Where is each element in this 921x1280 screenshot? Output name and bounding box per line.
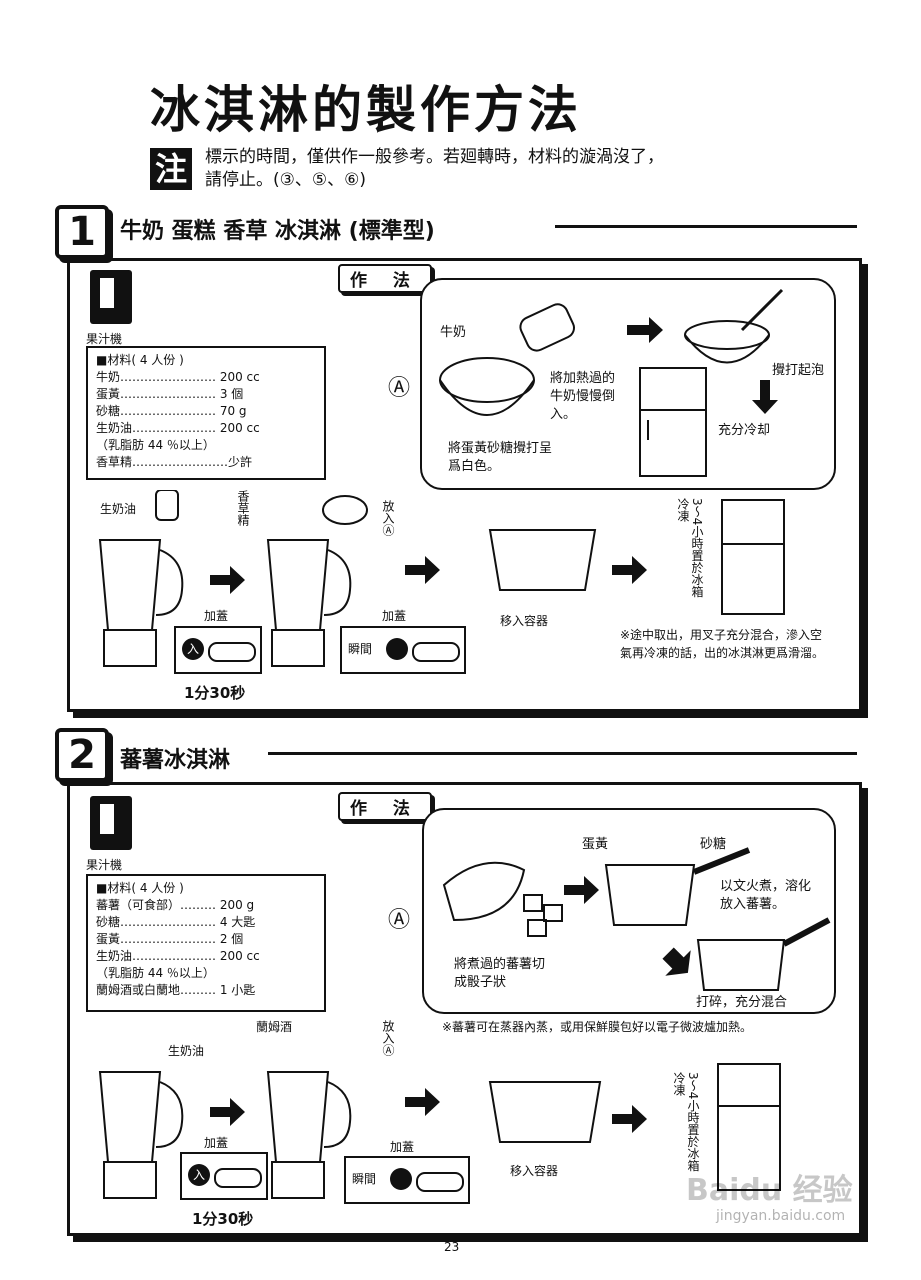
- switch-icon: [208, 642, 256, 662]
- ingredient-item: （乳脂肪 44 ％以上）: [96, 438, 215, 452]
- ingredient-item: 砂糖…………………… 4 大匙: [96, 915, 256, 929]
- add-a-label: 放入Ⓐ: [381, 1020, 395, 1056]
- foam-instruction: 攪打起泡: [772, 363, 825, 378]
- baidu-url: jingyan.baidu.com: [716, 1208, 846, 1224]
- step-a-illustration: [442, 847, 831, 991]
- step-a-panel: 蛋黃 砂糖 將煮過的蕃薯切成骰子狀 以文火煮，溶化放入蕃薯。 打碎，充分混合: [422, 808, 836, 1014]
- page-title: 冰淇淋的製作方法: [150, 81, 582, 139]
- note-line-1: 標示的時間，僅供作一般參考。若廻轉時，材料的漩渦沒了，: [205, 147, 664, 167]
- yolk-label: 蛋黃: [582, 837, 609, 852]
- baidu-watermark: Baidu 经验: [686, 1173, 853, 1208]
- blender-icon: [90, 270, 132, 324]
- step-a-marker: Ⓐ: [388, 908, 411, 933]
- lid-label-1: 加蓋: [204, 1136, 229, 1150]
- page-number: 23: [444, 1240, 460, 1254]
- step-a-panel: 牛奶 將加熱過的牛奶慢慢倒入。 將蛋黃砂糖攪打呈爲白色。 攪打起泡 充分冷却: [420, 278, 836, 490]
- cool-instruction: 充分冷却: [718, 423, 771, 438]
- section-2-heading: 蕃薯冰淇淋: [120, 748, 231, 773]
- pulse-button[interactable]: [390, 1168, 412, 1190]
- cut-instruction: 將煮過的蕃薯切成骰子狀: [454, 957, 546, 990]
- lid-label-1: 加蓋: [204, 609, 229, 623]
- simmer-instruction: 以文火煮，溶化放入蕃薯。: [720, 879, 812, 912]
- container-label: 移入容器: [510, 1164, 559, 1178]
- pulse-button[interactable]: [386, 638, 408, 660]
- step-a-marker: Ⓐ: [388, 376, 411, 401]
- on-button[interactable]: 入: [182, 638, 204, 660]
- freeze-instruction: 3〜4小時置於冰箱冷凍: [676, 498, 704, 598]
- blend-time: 1分30秒: [184, 684, 246, 702]
- section-2-rule: [268, 752, 857, 755]
- pulse-panel: 瞬間: [340, 626, 466, 674]
- power-on-panel: 入: [174, 626, 262, 674]
- sweet-potato-note: ※蕃薯可在蒸器內蒸，或用保鮮膜包好以電子微波爐加熱。: [442, 1020, 753, 1034]
- ingredient-item: 牛奶…………………… 200 cc: [96, 370, 260, 384]
- switch-icon: [416, 1172, 464, 1192]
- ingredient-item: （乳脂肪 44 ％以上）: [96, 966, 215, 980]
- section-1-heading: 牛奶 蛋糕 香草 冰淇淋 (標準型): [120, 219, 435, 244]
- ingredient-item: 蕃薯（可食部）……… 200 g: [96, 898, 255, 912]
- milk-label: 牛奶: [440, 325, 467, 340]
- ingredient-item: 香草精……………………少許: [96, 455, 253, 469]
- appliance-label: 果汁機: [86, 858, 123, 872]
- ingredients-header: ■材料( 4 人份 ): [96, 353, 184, 367]
- ingredient-item: 蘭姆酒或白蘭地……… 1 小匙: [96, 983, 256, 997]
- crush-instruction: 打碎，充分混合: [696, 995, 788, 1010]
- section-1-frame: [67, 258, 862, 712]
- ingredients-box: ■材料( 4 人份 ) 蕃薯（可食部）……… 200 g 砂糖…………………… …: [86, 874, 326, 1012]
- power-on-panel: 入: [180, 1152, 268, 1200]
- pulse-label: 瞬間: [352, 1172, 377, 1186]
- blend-time: 1分30秒: [192, 1210, 254, 1228]
- switch-icon: [412, 642, 460, 662]
- ingredient-item: 生奶油………………… 200 cc: [96, 949, 260, 963]
- vanilla-label: 香草精: [236, 490, 250, 526]
- switch-icon: [214, 1168, 262, 1188]
- step-a-illustration: [439, 288, 784, 477]
- ingredients-box: ■材料( 4 人份 ) 牛奶…………………… 200 cc 蛋黃………………………: [86, 346, 326, 480]
- add-a-label: 放入Ⓐ: [381, 500, 395, 536]
- note-text: 標示的時間，僅供作一般參考。若廻轉時，材料的漩渦沒了， 請停止。(③、⑤、⑥): [205, 146, 845, 192]
- ingredient-item: 蛋黃…………………… 2 個: [96, 932, 244, 946]
- lid-label-2: 加蓋: [390, 1140, 415, 1154]
- method-tag: 作 法: [338, 792, 432, 821]
- ingredient-item: 生奶油………………… 200 cc: [96, 421, 260, 435]
- cream-label: 生奶油: [168, 1044, 205, 1058]
- section-1-blend-illustration: [98, 490, 785, 667]
- ingredient-item: 砂糖…………………… 70 g: [96, 404, 247, 418]
- section-2-blend-illustration: [98, 1063, 781, 1199]
- note-badge: 注: [150, 148, 192, 190]
- blender-icon: [90, 796, 132, 850]
- cream-label: 生奶油: [100, 502, 137, 516]
- container-label: 移入容器: [500, 614, 549, 628]
- pour-instruction: 將加熱過的牛奶慢慢倒入。: [550, 371, 616, 422]
- appliance-label: 果汁機: [86, 332, 123, 346]
- lid-label-2: 加蓋: [382, 609, 407, 623]
- method-tag: 作 法: [338, 264, 432, 293]
- whisk-instruction: 將蛋黃砂糖攪打呈爲白色。: [448, 441, 553, 474]
- note-line-2: 請停止。(③、⑤、⑥): [205, 170, 366, 190]
- section-1-rule: [555, 225, 857, 228]
- section-1-number: 1: [55, 205, 109, 259]
- tip-note: ※途中取出，用叉子充分混合，滲入空氣再冷凍的話，出的冰淇淋更爲滑溜。: [620, 628, 825, 660]
- sugar-label: 砂糖: [700, 837, 727, 852]
- pulse-label: 瞬間: [348, 642, 373, 656]
- section-2-frame: [67, 782, 862, 1236]
- freeze-instruction: 3〜4小時置於冰箱冷凍: [672, 1072, 700, 1172]
- on-button[interactable]: 入: [188, 1164, 210, 1186]
- ingredient-item: 蛋黃…………………… 3 個: [96, 387, 244, 401]
- rum-label: 蘭姆酒: [256, 1020, 293, 1034]
- pulse-panel: 瞬間: [344, 1156, 470, 1204]
- section-2-number: 2: [55, 728, 109, 782]
- ingredients-header: ■材料( 4 人份 ): [96, 881, 184, 895]
